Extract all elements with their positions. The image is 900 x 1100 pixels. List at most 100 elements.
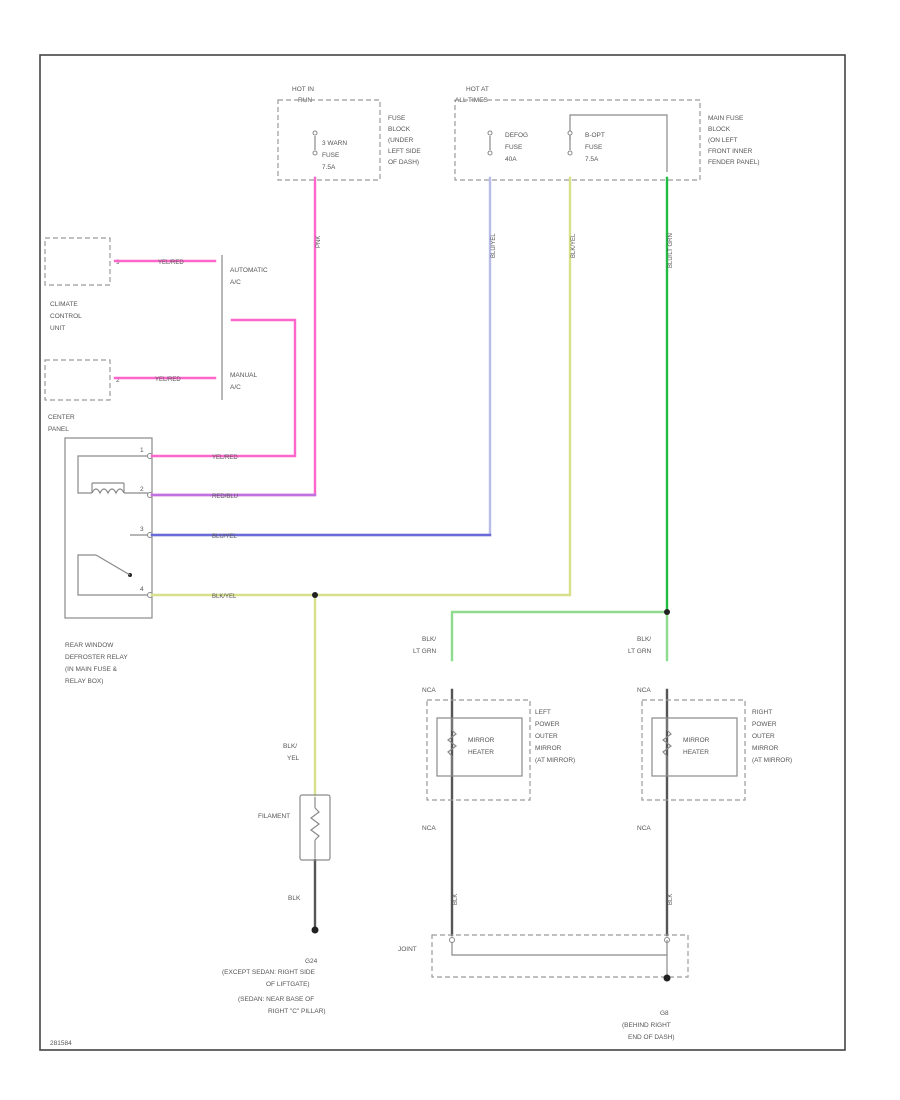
- wire-label-filament-in: BLK/: [283, 743, 297, 750]
- ground-g8-desc: (BEHIND RIGHT: [622, 1022, 671, 1029]
- filament-resistor-icon: [310, 797, 320, 858]
- joint-connector-box: [431, 934, 689, 978]
- main-fuse-block-location: (ON LEFT: [708, 137, 738, 144]
- right-heater-resistor-icon: [662, 718, 672, 776]
- left-mirror-name: LEFT: [535, 709, 551, 716]
- wire-blk-yel-bopt: [150, 176, 572, 597]
- right-mirror-element-label: MIRROR: [683, 737, 710, 744]
- ground-g24-desc: (EXCEPT SEDAN: RIGHT SIDE: [222, 969, 316, 976]
- wire-label-right-mirror-out: BLK: [668, 894, 674, 905]
- wire-label-relay-1: YEL/RED: [212, 455, 238, 461]
- climate-pin-lower: 2: [116, 377, 120, 384]
- wire-label-fuse-out: PNK: [316, 236, 322, 248]
- defog-fuse-label: DEFOG: [505, 132, 528, 139]
- left-mirror-heater-box: [436, 717, 523, 777]
- wire-label-auto-ac: YEL/RED: [158, 260, 184, 266]
- wire-lt-grn-mirror-feed: [450, 610, 669, 662]
- wire-label-manual-ac: YEL/RED: [155, 377, 181, 383]
- fuse-block-location: LEFT SIDE: [388, 148, 421, 155]
- wire-label-main-out: BLU/LT GRN: [668, 233, 674, 268]
- left-mirror-name: (AT MIRROR): [535, 757, 575, 764]
- relay-name: DEFROSTER RELAY: [65, 654, 128, 661]
- splice-point: [312, 592, 318, 598]
- climate-control-name: UNIT: [50, 325, 65, 332]
- automatic-ac-label: A/C: [230, 279, 241, 286]
- automatic-ac-label: AUTOMATIC: [230, 267, 268, 274]
- wire-label-relay-4: BLK/YEL: [212, 594, 237, 600]
- center-panel-label: CENTER: [48, 414, 75, 421]
- climate-control-name: CLIMATE: [50, 301, 78, 308]
- main-fuse-block-location: FENDER PANEL): [708, 159, 760, 166]
- left-mirror-name: MIRROR: [535, 745, 562, 752]
- ground-g24-desc: OF LIFTGATE): [266, 981, 310, 988]
- wire-label-left-mirror-in: BLK/: [422, 636, 436, 643]
- left-mirror-name: POWER: [535, 721, 560, 728]
- right-mirror-name: MIRROR: [752, 745, 779, 752]
- wire-label-right-mirror-in: LT GRN: [628, 648, 652, 655]
- relay-box: [64, 437, 153, 619]
- hot-at-all-times-label: HOT AT: [466, 86, 489, 93]
- fuse-block-location: OF DASH): [388, 159, 419, 166]
- relay-name: (IN MAIN FUSE &: [65, 666, 118, 673]
- defog-fuse-label: FUSE: [505, 144, 523, 151]
- relay-contact: [77, 534, 148, 596]
- diagram-frame: [39, 54, 846, 1051]
- wire-label-left-pin-top: NCA: [422, 687, 436, 694]
- climate-pin-upper: 9: [116, 259, 120, 266]
- main-fuse-block-box: [454, 99, 701, 181]
- relay-name: REAR WINDOW: [65, 642, 114, 649]
- relay-pin: 1: [140, 447, 144, 454]
- left-mirror-element-label: MIRROR: [468, 737, 495, 744]
- ground-g24-desc: (SEDAN: NEAR BASE OF: [238, 996, 314, 1003]
- b-opt-fuse-label: FUSE: [585, 144, 603, 151]
- ground-g8-id: G8: [660, 1010, 669, 1017]
- main-fuse-block-location: MAIN FUSE: [708, 115, 744, 122]
- fuse-block-location: FUSE: [388, 115, 406, 122]
- wire-yel-red-relay-1: [150, 318, 297, 458]
- climate-control-upper-box: [44, 237, 111, 286]
- fuse-block-box: [277, 99, 381, 181]
- wire-label-right-pin-top: NCA: [637, 687, 651, 694]
- fuse-block-location: BLOCK: [388, 126, 411, 133]
- joint-terminal: [449, 937, 455, 943]
- wire-blu-yel-defog: [150, 176, 492, 537]
- ground-g24-id: G24: [305, 958, 318, 965]
- main-fuse-block-location: BLOCK: [708, 126, 731, 133]
- b-opt-fuse-label: B-OPT: [585, 132, 605, 139]
- relay-name: RELAY BOX): [65, 678, 103, 685]
- wire-label-bopt-out: BLK/YEL: [571, 233, 577, 258]
- filament-label: FILAMENT: [258, 813, 290, 820]
- climate-control-lower-box: [44, 359, 111, 401]
- wire-label-relay-3: BLU/YEL: [212, 534, 237, 540]
- wire-label-relay-2: RED/BLU: [212, 494, 238, 500]
- ground-g24-desc: RIGHT "C" PILLAR): [268, 1008, 326, 1015]
- right-mirror-name: POWER: [752, 721, 777, 728]
- ground-g8-desc: END OF DASH): [628, 1034, 675, 1041]
- ground-g8-point: [663, 974, 671, 982]
- wire-label-left-mirror-out: BLK: [453, 894, 459, 905]
- warn-fuse: [312, 130, 318, 156]
- right-mirror-name: RIGHT: [752, 709, 772, 716]
- wire-label-right-pin-bottom: NCA: [637, 825, 651, 832]
- wire-label-left-mirror-in: LT GRN: [413, 648, 437, 655]
- b-opt-fuse-label: 7.5A: [585, 156, 599, 163]
- climate-control-name: CONTROL: [50, 313, 82, 320]
- manual-ac-label: A/C: [230, 384, 241, 391]
- diagram-id: 281584: [50, 1040, 72, 1047]
- left-mirror-name: OUTER: [535, 733, 558, 740]
- relay-coil: [77, 455, 148, 495]
- b-opt-fuse: [567, 114, 668, 172]
- right-mirror-element-label: HEATER: [683, 749, 709, 756]
- joint-bus: [451, 940, 667, 956]
- defog-fuse: [487, 130, 493, 156]
- defog-fuse-label: 40A: [505, 156, 517, 163]
- right-mirror-heater-box: [651, 717, 738, 777]
- relay-pin: 4: [140, 586, 144, 593]
- wire-label-left-pin-bottom: NCA: [422, 825, 436, 832]
- manual-ac-label: MANUAL: [230, 372, 257, 379]
- hot-in-run-label: HOT IN: [292, 86, 314, 93]
- main-fuse-block-location: FRONT INNER: [708, 148, 753, 155]
- filament-element: [299, 794, 331, 861]
- relay-pin: 3: [140, 526, 144, 533]
